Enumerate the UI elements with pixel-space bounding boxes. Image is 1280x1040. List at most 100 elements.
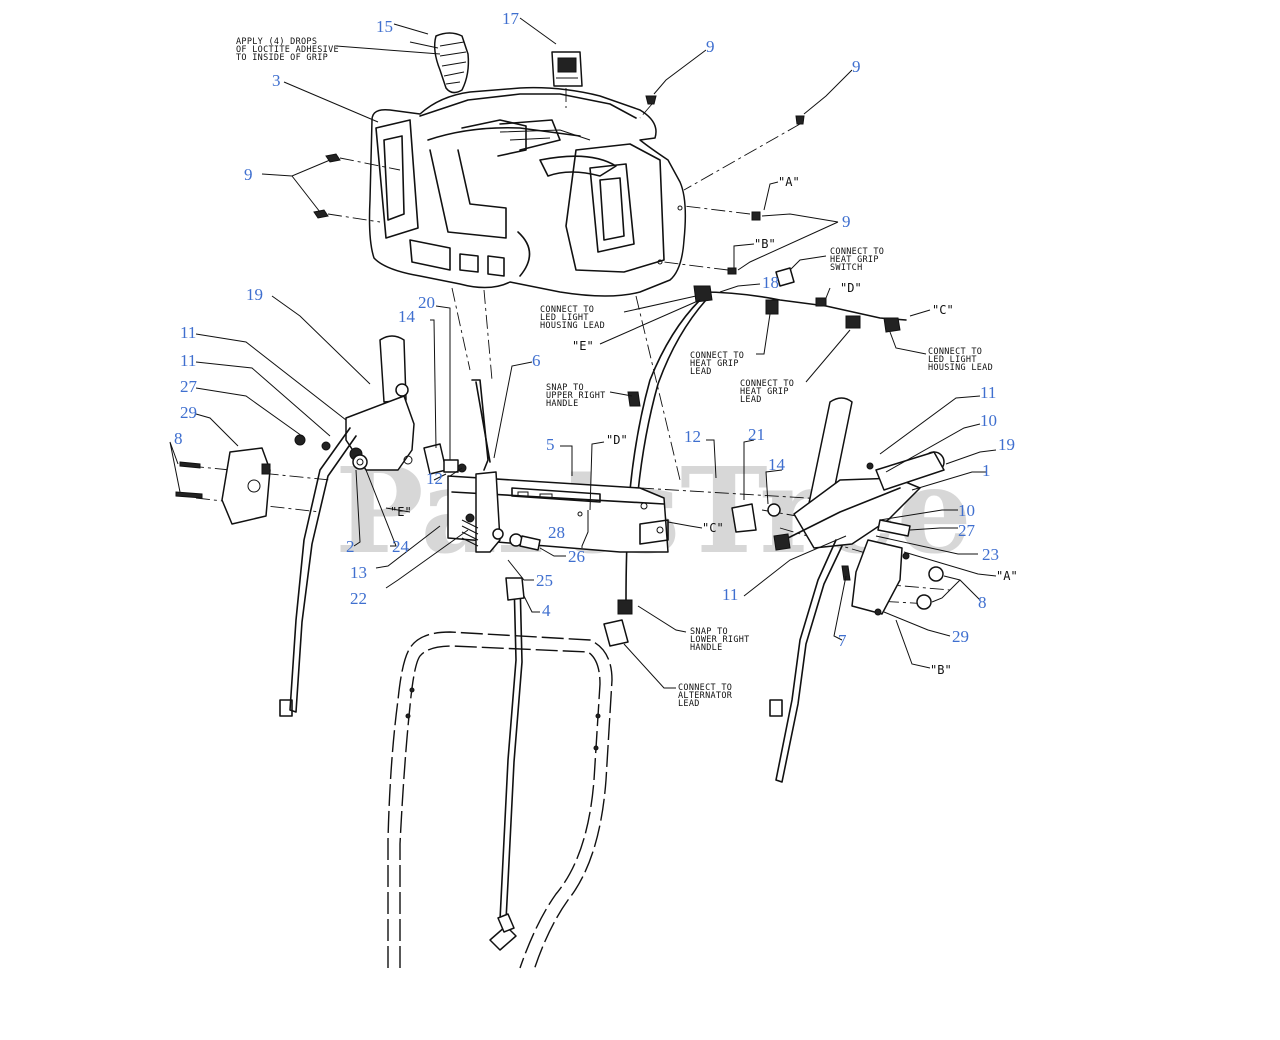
svg-text:ALTERNATOR: ALTERNATOR <box>678 691 733 701</box>
callout-27: 27 <box>958 521 976 540</box>
callout-21: 21 <box>748 425 765 444</box>
label-d: "D" <box>606 433 628 447</box>
hand-grip <box>433 32 470 94</box>
right-bracket-plate <box>851 539 944 616</box>
heat-grip-switch <box>551 51 583 87</box>
callout-4: 4 <box>542 601 551 620</box>
callout-26: 26 <box>568 547 585 566</box>
svg-text:LOWER RIGHT: LOWER RIGHT <box>690 635 750 645</box>
svg-text:HEAT GRIP: HEAT GRIP <box>830 255 879 265</box>
svg-text:SNAP TO: SNAP TO <box>690 627 728 637</box>
callout-9: 9 <box>852 57 861 76</box>
callout-12: 12 <box>426 469 443 488</box>
left-small-parts <box>352 443 467 475</box>
callout-14: 14 <box>398 307 416 326</box>
callout-5: 5 <box>546 435 555 454</box>
label-a: "A" <box>996 569 1018 583</box>
label-e: "E" <box>572 339 594 353</box>
svg-text:CONNECT TO: CONNECT TO <box>928 347 982 357</box>
note-heat-grip-lead-2: CONNECT TO HEAT GRIP LEAD <box>740 379 794 405</box>
svg-text:HANDLE: HANDLE <box>546 399 579 409</box>
svg-text:HOUSING LEAD: HOUSING LEAD <box>540 321 605 331</box>
note-alternator: CONNECT TO ALTERNATOR LEAD <box>678 683 733 709</box>
callout-24: 24 <box>392 537 410 556</box>
svg-text:LED LIGHT: LED LIGHT <box>928 355 977 365</box>
note-led-housing-left: CONNECT TO LED LIGHT HOUSING LEAD <box>540 305 605 331</box>
callout-9: 9 <box>244 165 253 184</box>
callout-29: 29 <box>952 627 969 646</box>
callout-28: 28 <box>548 523 565 542</box>
svg-text:HOUSING LEAD: HOUSING LEAD <box>928 363 993 373</box>
label-d: "D" <box>840 281 862 295</box>
callout-27: 27 <box>180 377 198 396</box>
note-snap-lower: SNAP TO LOWER RIGHT HANDLE <box>690 627 750 653</box>
svg-text:CONNECT TO: CONNECT TO <box>740 379 794 389</box>
callout-6: 6 <box>532 351 541 370</box>
svg-text:LED LIGHT: LED LIGHT <box>540 313 589 323</box>
svg-text:SWITCH: SWITCH <box>830 263 863 273</box>
callout-11: 11 <box>180 323 196 342</box>
callout-19: 19 <box>998 435 1015 454</box>
svg-text:LEAD: LEAD <box>678 699 700 709</box>
callout-10: 10 <box>958 501 975 520</box>
callout-20: 20 <box>418 293 435 312</box>
svg-text:HEAT GRIP: HEAT GRIP <box>740 387 789 397</box>
svg-text:OF LOCTITE ADHESIVE: OF LOCTITE ADHESIVE <box>236 45 339 55</box>
svg-text:HANDLE: HANDLE <box>690 643 723 653</box>
callout-numbers: 15 17 9 9 3 9 9 18 19 20 14 11 6 11 27 1… <box>174 9 1015 650</box>
callout-29: 29 <box>180 403 197 422</box>
callout-10: 10 <box>980 411 997 430</box>
callout-18: 18 <box>762 273 779 292</box>
callout-2: 2 <box>346 537 355 556</box>
right-upper-handle <box>731 397 945 783</box>
cable <box>489 577 525 951</box>
label-e: "E" <box>390 505 412 519</box>
svg-text:TO INSIDE OF GRIP: TO INSIDE OF GRIP <box>236 53 328 63</box>
callout-14: 14 <box>768 455 786 474</box>
notes: APPLY (4) DROPS OF LOCTITE ADHESIVE TO I… <box>236 37 993 709</box>
callout-23: 23 <box>982 545 999 564</box>
note-heat-grip-lead-1: CONNECT TO HEAT GRIP LEAD <box>690 351 744 377</box>
note-heat-grip-switch: CONNECT TO HEAT GRIP SWITCH <box>830 247 884 273</box>
callout-9: 9 <box>842 212 851 231</box>
left-upper-handle <box>279 335 415 717</box>
callout-22: 22 <box>350 589 367 608</box>
svg-text:LEAD: LEAD <box>740 395 762 405</box>
svg-text:SNAP TO: SNAP TO <box>546 383 584 393</box>
left-lever-assembly <box>461 471 541 553</box>
label-b: "B" <box>754 237 776 251</box>
callout-8: 8 <box>174 429 183 448</box>
label-c: "C" <box>932 303 954 317</box>
callout-3: 3 <box>272 71 281 90</box>
dash-panel-housing <box>368 86 687 297</box>
svg-text:CONNECT TO: CONNECT TO <box>678 683 732 693</box>
callout-12: 12 <box>684 427 701 446</box>
control-rod <box>471 379 491 471</box>
label-b: "B" <box>930 663 952 677</box>
callout-19: 19 <box>246 285 263 304</box>
callout-9: 9 <box>706 37 715 56</box>
callout-1: 1 <box>982 461 991 480</box>
left-bracket-plate <box>175 447 271 525</box>
svg-text:LEAD: LEAD <box>690 367 712 377</box>
callout-11: 11 <box>980 383 996 402</box>
callout-11: 11 <box>180 351 196 370</box>
leader-lines <box>169 17 997 689</box>
callout-15: 15 <box>376 17 393 36</box>
svg-text:UPPER RIGHT: UPPER RIGHT <box>546 391 606 401</box>
label-c: "C" <box>702 521 724 535</box>
screws <box>313 95 805 275</box>
callout-25: 25 <box>536 571 553 590</box>
callout-13: 13 <box>350 563 367 582</box>
svg-text:APPLY (4) DROPS: APPLY (4) DROPS <box>236 37 317 47</box>
wire-harness <box>603 267 907 647</box>
note-led-housing-right: CONNECT TO LED LIGHT HOUSING LEAD <box>928 347 993 373</box>
svg-text:CONNECT TO: CONNECT TO <box>830 247 884 257</box>
svg-text:CONNECT TO: CONNECT TO <box>690 351 744 361</box>
note-loctite: APPLY (4) DROPS OF LOCTITE ADHESIVE TO I… <box>236 37 339 63</box>
lower-handle <box>387 631 613 971</box>
svg-text:CONNECT TO: CONNECT TO <box>540 305 594 315</box>
label-a: "A" <box>778 175 800 189</box>
callout-17: 17 <box>502 9 520 28</box>
